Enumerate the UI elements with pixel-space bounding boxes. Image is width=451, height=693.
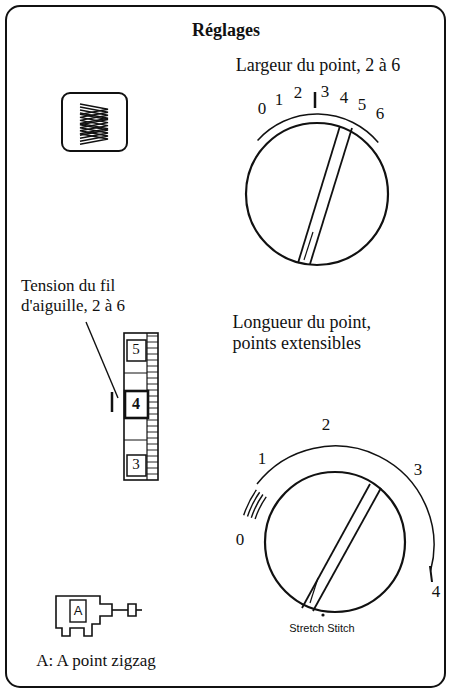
- dial-number: 6: [376, 104, 385, 124]
- dial-number: 5: [358, 95, 367, 115]
- dial-marking: Stretch Stitch: [289, 622, 354, 635]
- width-dial: [246, 92, 388, 265]
- setting-label: Tension du fil d'aiguille, 2 à 6: [21, 276, 171, 315]
- setting-label: Largeur du point, 2 à 6: [236, 55, 401, 76]
- tension-number: 3: [132, 456, 140, 473]
- setting-label: Longueur du point, points extensibles: [233, 312, 418, 353]
- tension-leader: [86, 322, 118, 412]
- dial-number: 2: [322, 415, 331, 435]
- dial-number: 1: [275, 90, 284, 110]
- dial-number: 1: [258, 449, 267, 469]
- dial-number: 0: [236, 530, 245, 550]
- dial-number: 0: [258, 99, 267, 119]
- tension-number: 4: [132, 395, 140, 413]
- dial-number: 4: [432, 582, 441, 602]
- stitch-icon-frame: [62, 93, 127, 151]
- presser-foot-icon: [56, 596, 142, 636]
- zigzag-stitch-pattern: [80, 104, 108, 144]
- tension-number: 5: [132, 341, 140, 358]
- tension-window: [124, 333, 158, 480]
- dial-number: 4: [340, 88, 349, 108]
- dial-number: 3: [321, 82, 330, 102]
- length-dial: [244, 446, 434, 617]
- foot-caption: A: A point zigzag: [36, 651, 155, 671]
- panel-border: [6, 6, 445, 687]
- panel-title: Réglages: [192, 20, 260, 41]
- dial-number: 2: [294, 83, 303, 103]
- dial-number: 3: [414, 460, 423, 480]
- foot-letter: A: [74, 604, 83, 619]
